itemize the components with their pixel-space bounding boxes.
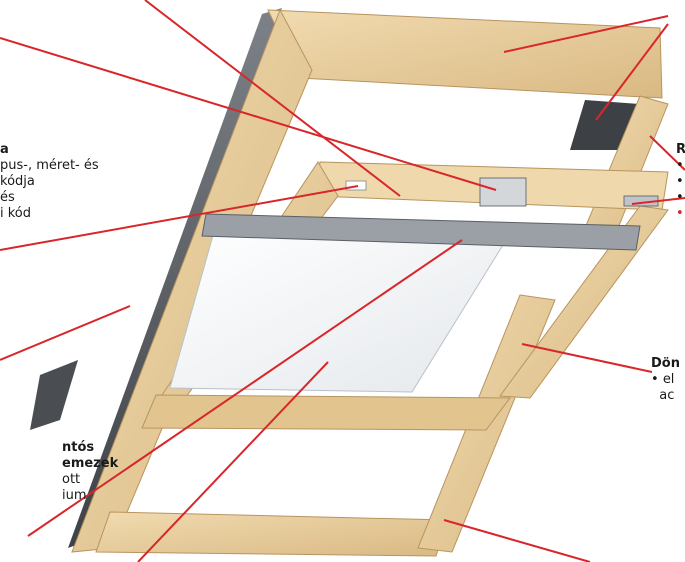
handle [479,177,527,207]
leader-line [521,343,653,373]
leader-line [0,185,359,251]
label-left-lower: ntós emezek ott ium [62,440,118,504]
sash-bottom-rail [141,394,511,431]
label-line: ium [62,488,87,503]
label-line: kódja [0,174,35,189]
label-bullet: el [651,372,680,388]
label-title: R [676,142,685,157]
leader-line [503,15,669,53]
ventilation-bar [201,213,641,251]
label-bullet [676,158,685,174]
glass-pane [169,231,507,393]
frame-bottom-rail [95,511,449,557]
label-line: és [0,190,15,205]
label-right-top: R [676,142,685,222]
leader-line [443,519,591,562]
frame-top-rail [267,9,663,99]
label-bullet [676,206,685,222]
label-title: ntós [62,440,95,455]
label-title: a [0,142,9,157]
leader-line [144,0,401,197]
leader-line [595,23,669,121]
leader-line [0,305,131,361]
leader-line [0,37,497,191]
label-line: ac [659,388,675,403]
label-line: ott [62,472,81,487]
label-right-mid: Dön el ac [651,356,680,404]
flashing-left-lower [30,360,78,430]
sash-right-stile [499,205,669,399]
leader-line [27,239,463,537]
label-line: i kód [0,206,32,221]
label-title: Dön [651,356,680,371]
label-bullet [676,174,685,190]
label-line: pus-, méret- és [0,158,99,173]
label-top-left: a pus-, méret- és kódja és i kód [0,142,99,222]
label-title: emezek [62,456,119,471]
label-bullet [676,190,685,206]
leader-line [137,361,329,562]
